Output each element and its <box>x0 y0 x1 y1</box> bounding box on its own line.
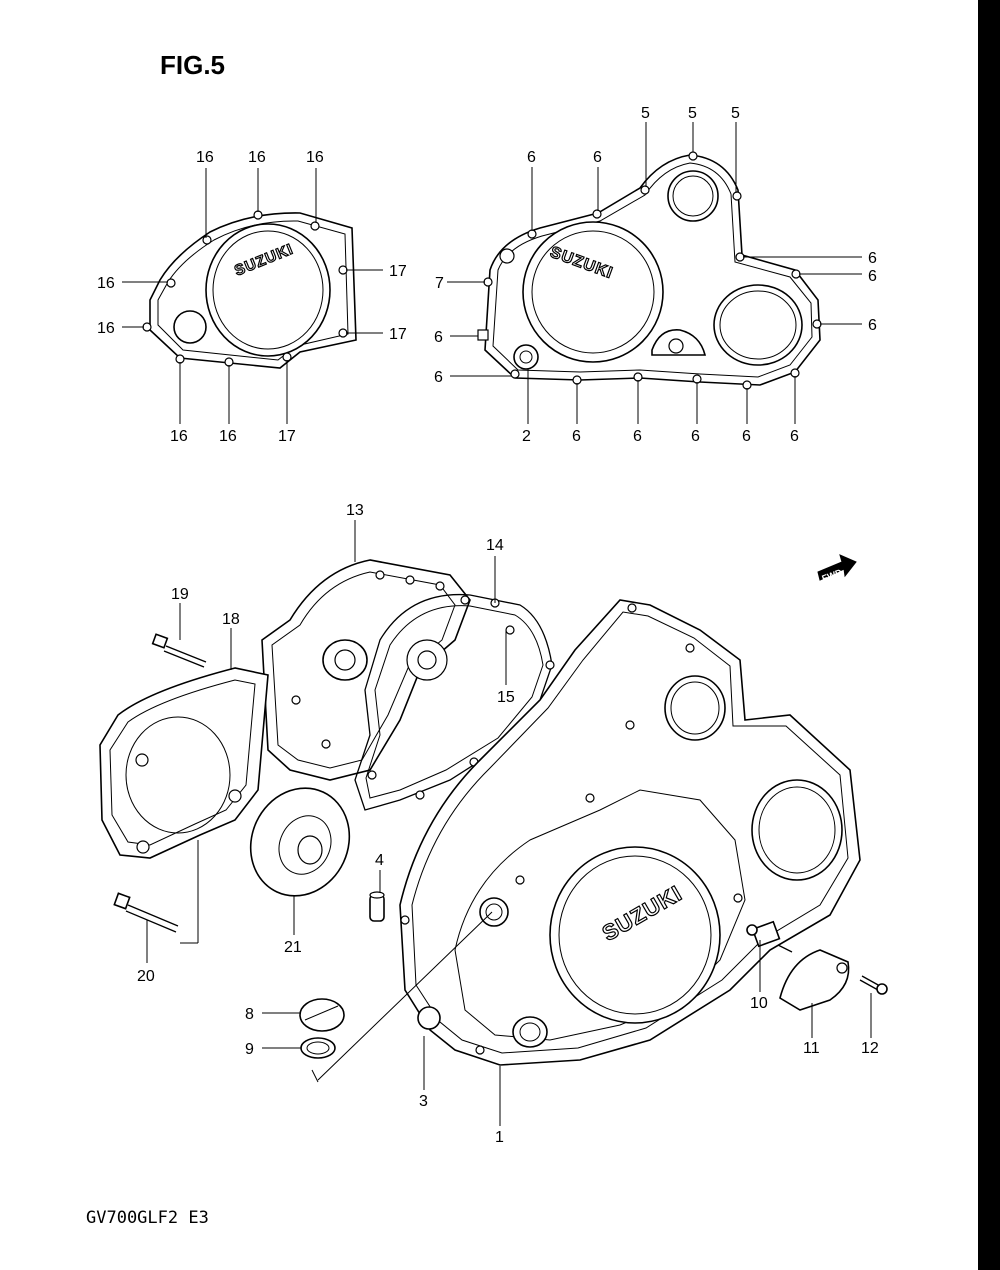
right-cover-rear-window <box>713 284 803 366</box>
callout-6: 6 <box>572 428 581 445</box>
callout-8: 8 <box>245 1006 254 1023</box>
model-code: GV700GLF2 E3 <box>86 1208 209 1228</box>
left-cover-window <box>205 223 331 357</box>
part-18-generator-cover <box>99 667 269 859</box>
leaders-top-right <box>447 122 862 424</box>
callouts-assembly: 13 14 15 19 18 4 21 20 8 9 3 1 10 11 12 <box>137 502 879 1146</box>
callout-20: 20 <box>137 968 155 985</box>
filler-leader <box>317 911 493 1081</box>
callout-2: 2 <box>522 428 531 445</box>
callout-7: 7 <box>435 275 444 292</box>
right-cover-plug <box>513 344 539 370</box>
callout-16: 16 <box>196 149 214 166</box>
part-1-crankcase-cover: SUZUKI <box>399 599 861 1066</box>
oil-filler-hole <box>479 897 509 927</box>
part-8-filler-cap <box>299 998 345 1032</box>
crankcase-cover-window <box>549 846 721 1024</box>
callout-1: 1 <box>495 1129 504 1146</box>
callout-6: 6 <box>742 428 751 445</box>
callout-6: 6 <box>434 369 443 386</box>
callout-5: 5 <box>641 105 650 122</box>
callout-10: 10 <box>750 995 768 1012</box>
callout-6: 6 <box>868 250 877 267</box>
callout-6: 6 <box>434 329 443 346</box>
callout-6: 6 <box>691 428 700 445</box>
callout-19: 19 <box>171 586 189 603</box>
part-11-cover-plate <box>779 949 850 1011</box>
figure-title: FIG.5 <box>160 50 226 80</box>
callout-5: 5 <box>688 105 697 122</box>
top-right-cover: SUZUKI <box>477 151 822 390</box>
callout-14: 14 <box>486 537 504 554</box>
top-left-cover: SUZUKI <box>142 210 357 369</box>
part-12-screw <box>859 975 888 995</box>
left-cover-small-hole <box>173 310 207 344</box>
callout-12: 12 <box>861 1040 879 1057</box>
callout-13: 13 <box>346 502 364 519</box>
part-10-switch <box>746 920 793 953</box>
part-9-o-ring <box>300 1037 336 1059</box>
part-20-bolt <box>113 892 179 933</box>
callout-6: 6 <box>633 428 642 445</box>
leaders-assembly <box>146 520 872 1126</box>
callout-16: 16 <box>219 428 237 445</box>
callout-5: 5 <box>731 105 740 122</box>
callout-16: 16 <box>97 320 115 337</box>
part-19-bolt <box>151 633 207 668</box>
callout-6: 6 <box>593 149 602 166</box>
callout-17: 17 <box>278 428 296 445</box>
crankcase-top-window <box>664 675 726 741</box>
callout-6: 6 <box>868 317 877 334</box>
callouts-top-right: 5 5 5 6 6 6 7 6 6 6 6 2 6 6 6 6 6 <box>434 105 877 445</box>
callouts-top-left: 16 16 16 16 16 17 17 16 16 17 <box>97 149 407 445</box>
callout-15: 15 <box>497 689 515 706</box>
part-14-gasket <box>354 593 555 811</box>
fwd-arrow-icon: FWD <box>817 554 857 584</box>
callout-16: 16 <box>248 149 266 166</box>
callout-9: 9 <box>245 1041 254 1058</box>
callout-17: 17 <box>389 263 407 280</box>
callout-16: 16 <box>97 275 115 292</box>
right-cover-top-window <box>667 170 719 222</box>
leaders-top-left <box>122 168 383 424</box>
callout-11: 11 <box>803 1040 820 1057</box>
part-21-cover-cap <box>249 787 351 897</box>
right-cover-clutch-window <box>522 221 664 363</box>
callout-6: 6 <box>790 428 799 445</box>
callout-4: 4 <box>375 852 384 869</box>
scan-edge-bar <box>978 0 1000 1270</box>
callout-3: 3 <box>419 1093 428 1110</box>
callout-16: 16 <box>306 149 324 166</box>
callout-17: 17 <box>389 326 407 343</box>
callout-6: 6 <box>527 149 536 166</box>
callout-16: 16 <box>170 428 188 445</box>
filler-leader-tick <box>311 1069 319 1083</box>
part-4-dowel <box>369 891 385 922</box>
callout-21: 21 <box>284 939 302 956</box>
crankcase-rear-window <box>751 779 843 881</box>
callout-18: 18 <box>222 611 240 628</box>
callout-6: 6 <box>868 268 877 285</box>
part-13-inner-cover <box>261 559 471 781</box>
